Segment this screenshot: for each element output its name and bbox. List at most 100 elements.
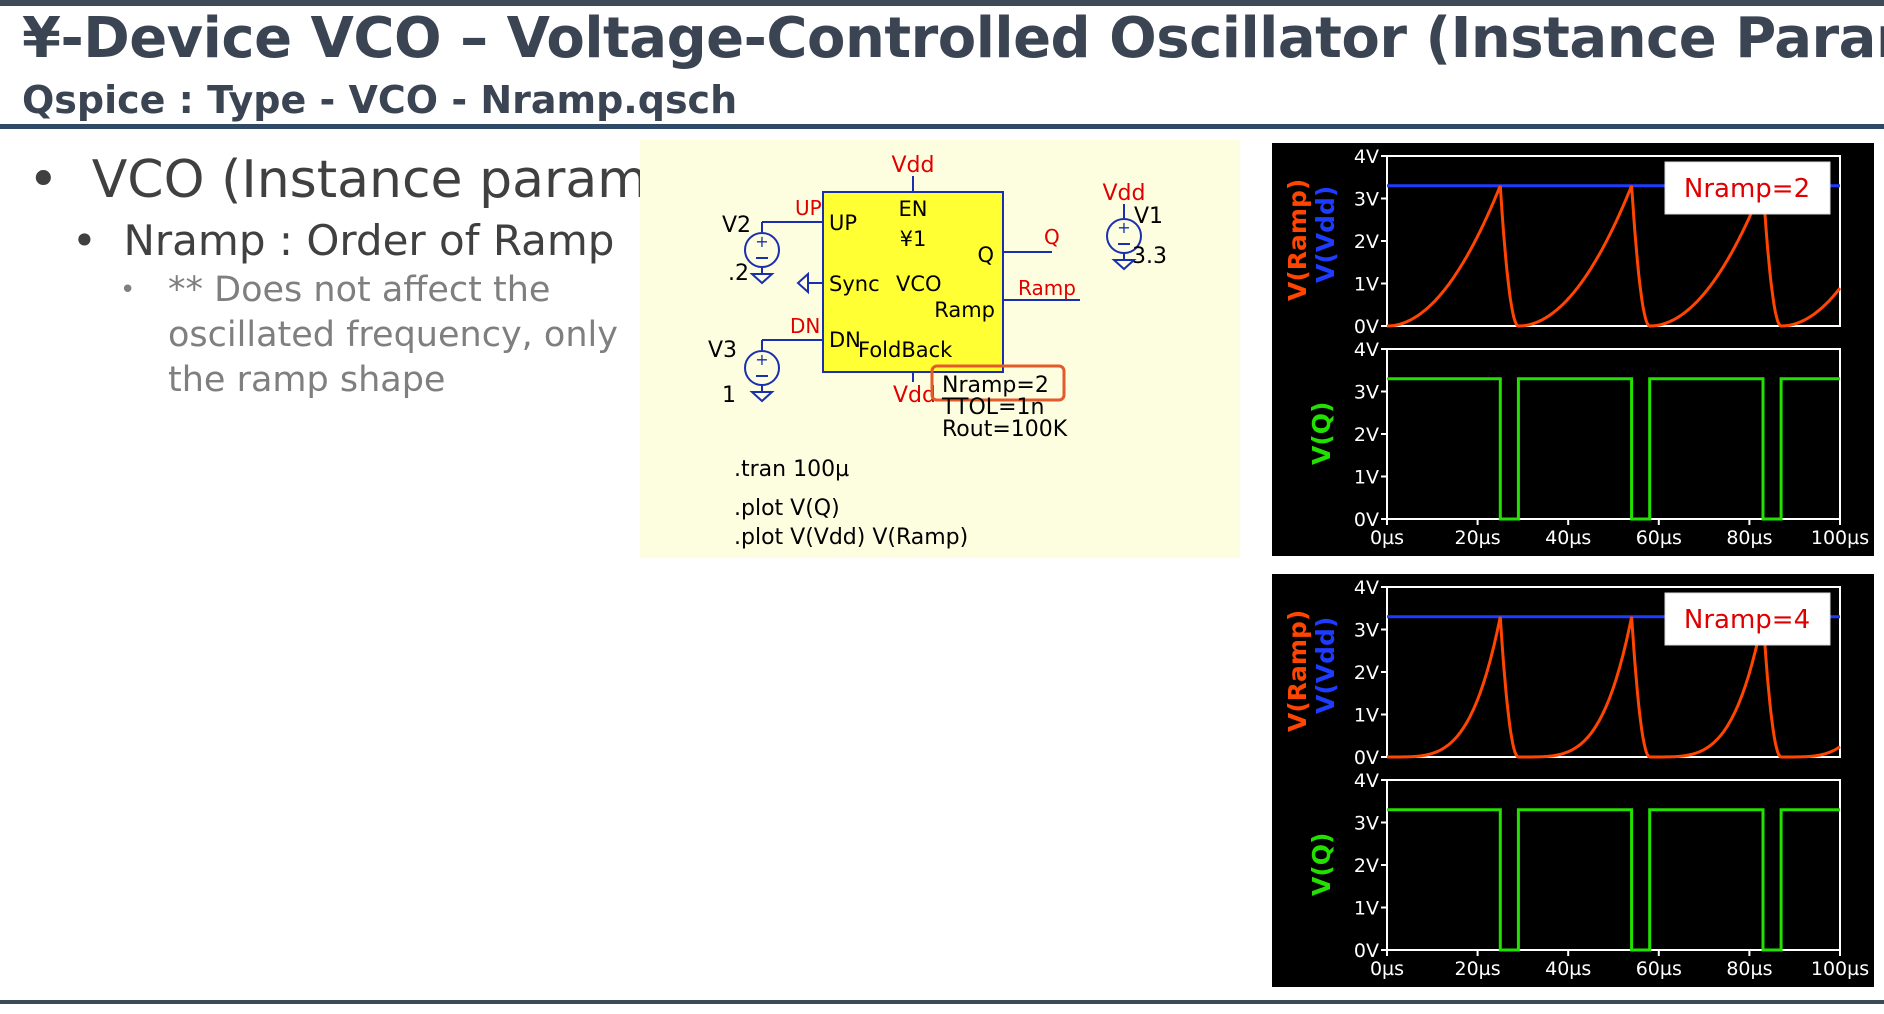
slide-title: ¥-Device VCO – Voltage-Controlled Oscill… bbox=[22, 6, 1884, 71]
x-tick-label: 0µs bbox=[1370, 527, 1404, 549]
bullet-level3-line: the ramp shape bbox=[168, 360, 446, 400]
source-name: V3 bbox=[708, 338, 737, 363]
bullet-level2: • Nramp : Order of Ramp bbox=[72, 216, 614, 265]
y-axis-label-vdd: V(Vdd) bbox=[1311, 617, 1340, 714]
y-axis-label-vdd: V(Vdd) bbox=[1311, 186, 1340, 283]
y-tick-label: 4V bbox=[1354, 339, 1379, 361]
y-axis-label-ramp: V(Ramp) bbox=[1283, 179, 1312, 301]
y-tick-label: 2V bbox=[1354, 855, 1379, 877]
pin-sync: Sync bbox=[829, 272, 880, 296]
x-tick-label: 60µs bbox=[1636, 527, 1682, 549]
ground-icon bbox=[749, 273, 775, 285]
y-tick-label: 0V bbox=[1354, 940, 1379, 962]
top-border bbox=[0, 0, 1884, 6]
y-tick-label: 1V bbox=[1354, 898, 1379, 920]
bullet-level3: • ** Does not affect the oscillated freq… bbox=[120, 268, 618, 403]
source-value: .2 bbox=[728, 261, 749, 286]
param-line: Rout=100K bbox=[942, 417, 1068, 442]
x-tick-label: 80µs bbox=[1726, 527, 1772, 549]
y-tick-label: 3V bbox=[1354, 813, 1379, 835]
y-tick-label: 2V bbox=[1354, 662, 1379, 684]
y-tick-label: 2V bbox=[1354, 231, 1379, 253]
bullet-level3-line: oscillated frequency, only bbox=[168, 315, 618, 355]
param-line: TTOL=1n bbox=[941, 395, 1044, 420]
slide-subtitle: Qspice : Type - VCO - Nramp.qsch bbox=[22, 78, 738, 122]
bullet-level1-text: VCO (Instance param) bbox=[91, 150, 669, 210]
source-name: V2 bbox=[722, 213, 751, 238]
y-axis-label-q: V(Q) bbox=[1307, 833, 1336, 896]
bullet-dot: • bbox=[28, 150, 92, 210]
param-line: Nramp=2 bbox=[942, 373, 1049, 398]
x-tick-label: 100µs bbox=[1811, 958, 1869, 980]
bullet-level3-line: ** Does not affect the bbox=[168, 270, 551, 310]
y-tick-label: 1V bbox=[1354, 467, 1379, 489]
series-line-q bbox=[1387, 808, 1840, 952]
x-tick-label: 40µs bbox=[1545, 527, 1591, 549]
net-label-vdd: Vdd bbox=[892, 153, 935, 178]
svg-text:+: + bbox=[755, 350, 768, 369]
nramp-label-box bbox=[1664, 161, 1831, 215]
directive-line: .plot V(Q) bbox=[734, 496, 840, 521]
y-tick-label: 1V bbox=[1354, 705, 1379, 727]
pin-en: EN bbox=[899, 197, 928, 221]
schematic-svg: Vdd EN ¥1 UP UP Q Q Sync VCO Ramp Ramp D… bbox=[708, 153, 1167, 550]
x-tick-label: 60µs bbox=[1636, 958, 1682, 980]
pin-ramp: Ramp bbox=[934, 298, 995, 322]
y-tick-label: 1V bbox=[1354, 274, 1379, 296]
nramp-highlight-box bbox=[930, 364, 1066, 402]
y-tick-label: 3V bbox=[1354, 620, 1379, 642]
bottom-plot-frame bbox=[1386, 348, 1841, 520]
ground-icon bbox=[1111, 259, 1137, 271]
nramp-label-box bbox=[1664, 592, 1831, 646]
x-tick-label: 40µs bbox=[1545, 958, 1591, 980]
sync-port-icon bbox=[796, 271, 809, 295]
pin-up: UP bbox=[829, 211, 857, 235]
y-tick-label: 3V bbox=[1354, 189, 1379, 211]
y-tick-label: 0V bbox=[1354, 747, 1379, 769]
instance-name: ¥1 bbox=[900, 227, 927, 251]
x-tick-label: 0µs bbox=[1370, 958, 1404, 980]
net-label-q: Q bbox=[1044, 225, 1060, 249]
y-tick-label: 4V bbox=[1354, 770, 1379, 792]
net-label-vdd: Vdd bbox=[893, 383, 936, 408]
y-tick-label: 0V bbox=[1354, 316, 1379, 338]
nramp-label: Nramp=4 bbox=[1684, 605, 1810, 635]
x-tick-label: 100µs bbox=[1811, 527, 1869, 549]
directive-line: .tran 100µ bbox=[734, 457, 849, 482]
schematic-panel: Vdd EN ¥1 UP UP Q Q Sync VCO Ramp Ramp D… bbox=[640, 140, 1240, 558]
svg-text:+: + bbox=[755, 232, 768, 251]
net-label-dn: DN bbox=[790, 314, 820, 338]
title-rule bbox=[0, 124, 1884, 129]
net-label-up: UP bbox=[795, 196, 822, 220]
x-tick-label: 80µs bbox=[1726, 958, 1772, 980]
bullet-dot: • bbox=[120, 275, 136, 305]
y-tick-label: 2V bbox=[1354, 424, 1379, 446]
pin-foldback: FoldBack bbox=[858, 338, 953, 362]
y-tick-label: 4V bbox=[1354, 577, 1379, 599]
x-tick-label: 20µs bbox=[1455, 527, 1501, 549]
pin-q: Q bbox=[977, 243, 994, 267]
bullet-level2-text: Nramp : Order of Ramp bbox=[123, 216, 615, 265]
series-line-q bbox=[1387, 377, 1840, 521]
directive-line: .plot V(Vdd) V(Ramp) bbox=[734, 525, 968, 550]
nramp-label: Nramp=2 bbox=[1684, 174, 1810, 204]
source-value: 3.3 bbox=[1132, 244, 1167, 269]
y-tick-label: 0V bbox=[1354, 509, 1379, 531]
source-name: V1 bbox=[1134, 204, 1163, 229]
y-tick-label: 4V bbox=[1354, 146, 1379, 168]
x-tick-label: 20µs bbox=[1455, 958, 1501, 980]
bottom-rule bbox=[0, 1000, 1884, 1004]
y-axis-label-q: V(Q) bbox=[1307, 402, 1336, 465]
source-value: 1 bbox=[722, 383, 736, 408]
y-axis-label-ramp: V(Ramp) bbox=[1283, 610, 1312, 732]
svg-text:+: + bbox=[1117, 218, 1130, 237]
bullet-level1: • VCO (Instance param) bbox=[28, 150, 668, 210]
net-label-ramp: Ramp bbox=[1018, 276, 1076, 300]
ground-icon bbox=[749, 391, 775, 403]
pin-vco: VCO bbox=[896, 272, 942, 296]
y-tick-label: 3V bbox=[1354, 382, 1379, 404]
